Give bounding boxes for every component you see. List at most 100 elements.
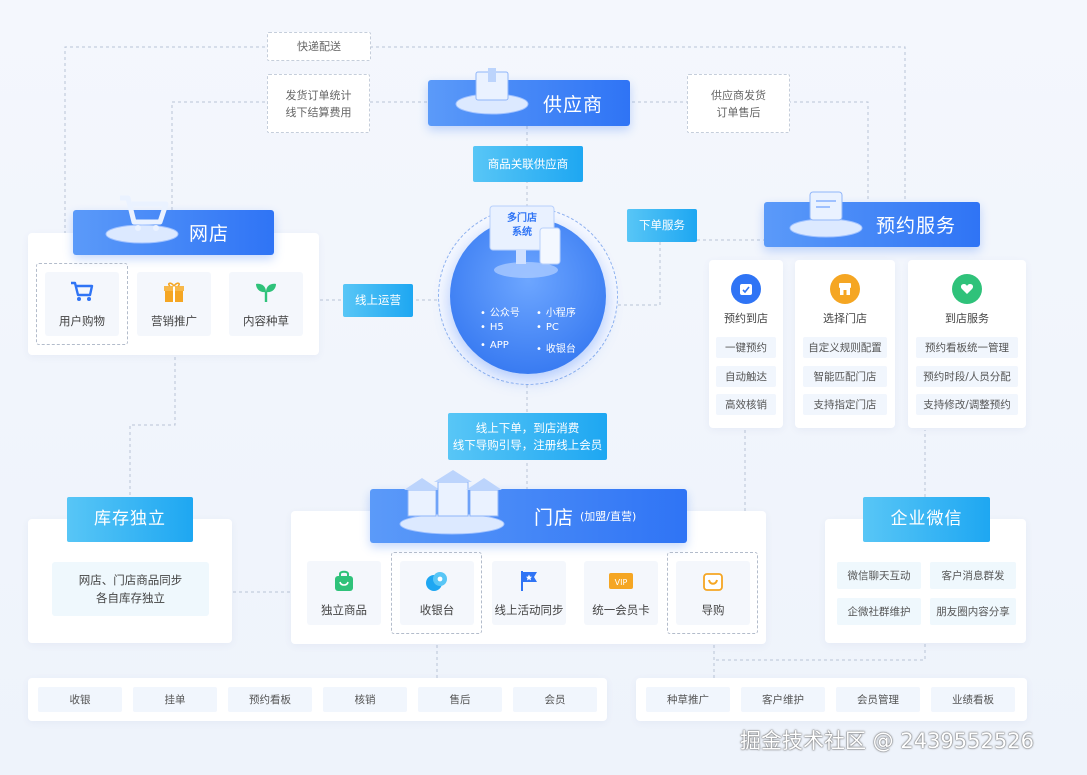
store-flow-line: 线下导购引导，注册线上会员 <box>452 437 603 452</box>
goods-supplier-label: 商品关联供应商 <box>487 156 569 171</box>
store-tile[interactable]: VIP 统一会员卡 <box>584 561 658 625</box>
store-tile[interactable]: 导购 <box>676 561 750 625</box>
store-bottom-item: 收银 <box>38 687 122 712</box>
booking-column-head: 到店服务 <box>945 312 989 325</box>
booking-calendar-platform-icon <box>789 191 863 238</box>
core-item: PC <box>536 322 559 333</box>
booking-item: 一键预约 <box>716 337 776 358</box>
express-delivery-box: 快递配送 <box>267 32 371 61</box>
smile-bag-icon <box>700 568 726 594</box>
wecom-bottom-item: 业绩看板 <box>931 687 1015 712</box>
wecom-bottom-item: 种草推广 <box>646 687 730 712</box>
inventory-desc: 网店、门店商品同步 各自库存独立 <box>52 562 209 616</box>
sprout-icon <box>253 279 279 305</box>
booking-item: 自动触达 <box>716 366 776 387</box>
store-bottom-bar <box>28 678 607 721</box>
wecom-title-bar: 企业微信 <box>863 497 990 542</box>
multi-store-monitor-icon <box>489 205 561 278</box>
store-tile-label: 线上活动同步 <box>494 603 564 617</box>
webstore-tile-label: 用户购物 <box>59 314 105 328</box>
wecom-item: 微信聊天互动 <box>837 562 921 589</box>
note-line: 供应商发货 <box>711 88 766 102</box>
inventory-title-bar: 库存独立 <box>67 497 193 542</box>
supplier-title-bar: 供应商 <box>428 80 630 126</box>
order-service-label: 下单服务 <box>639 218 685 232</box>
core-title-line: 多门店 <box>507 213 537 224</box>
store-buildings-platform-icon <box>399 470 505 535</box>
booking-column-head: 预约到店 <box>724 312 768 325</box>
core-title: 多门店 系统 <box>492 212 552 240</box>
core-item: APP <box>480 340 509 351</box>
booking-item: 支持指定门店 <box>803 394 887 415</box>
online-ops-tag: 线上运营 <box>343 284 413 317</box>
coins-icon <box>424 568 450 594</box>
watermark: 掘金技术社区 @ 2439552526 <box>740 729 1034 753</box>
express-delivery-label: 快递配送 <box>297 40 341 53</box>
store-bottom-item: 挂单 <box>133 687 217 712</box>
wecom-bottom-item: 客户维护 <box>741 687 825 712</box>
store-tile-label: 统一会员卡 <box>592 603 650 617</box>
storefront-icon <box>830 274 860 304</box>
booking-column-head: 选择门店 <box>823 312 867 325</box>
booking-item: 预约看板统一管理 <box>916 337 1018 358</box>
svg-text:VIP: VIP <box>615 578 628 587</box>
store-subtitle: (加盟/直营) <box>580 510 637 523</box>
core-item: 小程序 <box>536 304 576 319</box>
store-flow-tag: 线上下单，到店消费 线下导购引导，注册线上会员 <box>448 413 607 460</box>
online-ops-label: 线上运营 <box>355 293 401 307</box>
wecom-title: 企业微信 <box>890 509 963 529</box>
note-line: 订单售后 <box>716 105 761 119</box>
store-tile-label: 独立商品 <box>321 603 367 617</box>
store-tile-label: 导购 <box>701 603 725 617</box>
bag-icon <box>331 568 357 594</box>
shipping-stats-note: 发货订单统计 线下结算费用 <box>267 74 370 133</box>
cart-icon <box>69 279 95 305</box>
heart-icon <box>952 274 982 304</box>
inventory-title: 库存独立 <box>94 509 166 529</box>
webstore-tile[interactable]: 用户购物 <box>45 272 119 336</box>
calendar-check-icon <box>731 274 761 304</box>
store-bottom-item: 售后 <box>418 687 502 712</box>
note-line: 发货订单统计 <box>285 88 352 102</box>
booking-item: 智能匹配门店 <box>803 366 887 387</box>
webstore-title: 网店 <box>189 223 230 245</box>
store-selected-frame <box>391 552 482 634</box>
booking-title-bar: 预约服务 <box>764 202 980 247</box>
inventory-desc-line: 网店、门店商品同步 <box>78 573 183 587</box>
flag-icon <box>516 568 542 594</box>
store-bottom-item: 预约看板 <box>228 687 312 712</box>
booking-title: 预约服务 <box>876 215 957 237</box>
webstore-selected-frame <box>36 263 128 345</box>
inventory-desc-line: 各自库存独立 <box>96 591 165 605</box>
store-bottom-item: 会员 <box>513 687 597 712</box>
booking-item: 高效核销 <box>716 394 776 415</box>
webstore-tile-label: 营销推广 <box>151 314 197 328</box>
wecom-item: 朋友圈内容分享 <box>930 598 1016 625</box>
core-title-line: 系统 <box>512 227 532 238</box>
store-tile[interactable]: 独立商品 <box>307 561 381 625</box>
booking-item: 自定义规则配置 <box>803 337 887 358</box>
supplier-box-icon <box>455 68 529 115</box>
order-service-tag: 下单服务 <box>627 209 697 242</box>
wecom-item: 客户消息群发 <box>930 562 1016 589</box>
note-line: 线下结算费用 <box>285 105 352 119</box>
store-bottom-item: 核销 <box>323 687 407 712</box>
webstore-tile[interactable]: 营销推广 <box>137 272 211 336</box>
gift-icon <box>161 279 187 305</box>
booking-item: 预约时段/人员分配 <box>916 366 1018 387</box>
webstore-tile[interactable]: 内容种草 <box>229 272 303 336</box>
store-tile[interactable]: 收银台 <box>400 561 474 625</box>
store-tile-label: 收银台 <box>419 603 455 617</box>
core-item: H5 <box>480 322 504 333</box>
core-item: 公众号 <box>480 304 520 319</box>
store-selected-frame <box>667 552 758 634</box>
store-flow-line: 线上下单，到店消费 <box>475 420 580 435</box>
wecom-bottom-item: 会员管理 <box>836 687 920 712</box>
goods-supplier-tag: 商品关联供应商 <box>473 146 583 182</box>
shopping-cart-platform-icon <box>105 195 179 244</box>
booking-item: 支持修改/调整预约 <box>916 394 1018 415</box>
wecom-item: 企微社群维护 <box>837 598 921 625</box>
webstore-tile-label: 内容种草 <box>243 314 289 328</box>
store-tile[interactable]: 线上活动同步 <box>492 561 566 625</box>
